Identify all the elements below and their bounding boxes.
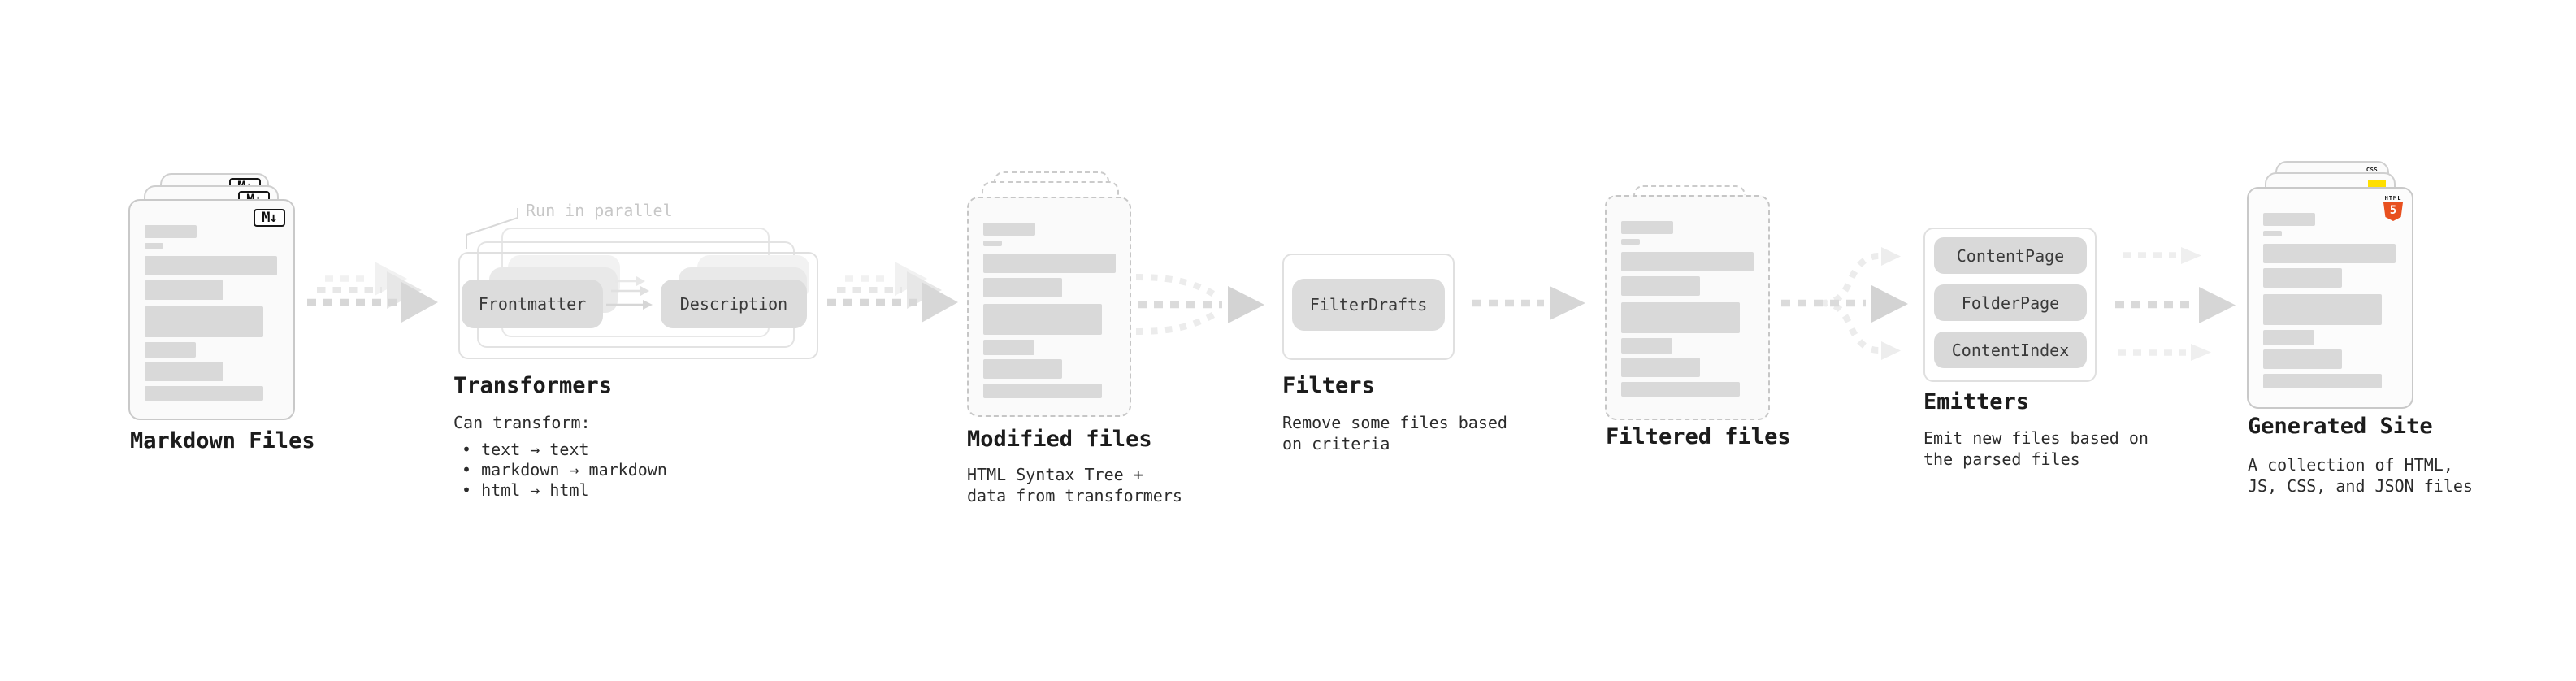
emitters-desc: Emit new files based on the parsed files [1923, 428, 2149, 469]
emitter-node-folderpage: FolderPage [1934, 284, 2087, 321]
skeleton-text-bar [983, 384, 1102, 398]
skeleton-text-bar [145, 362, 223, 381]
transformer-node-description: Description [661, 280, 807, 328]
dashed-curve [1819, 253, 1880, 306]
run-in-parallel-note: Run in parallel [526, 201, 673, 220]
modified-file-card [967, 197, 1131, 417]
dashed-curve [1135, 274, 1219, 299]
arrowhead-icon [401, 282, 438, 323]
emitters-box [1923, 228, 2097, 382]
arrowhead-icon [895, 262, 927, 296]
skeleton-text-bar [983, 304, 1102, 335]
stage-label-emitters: Emitters [1923, 389, 2030, 414]
emitter-node-contentpage: ContentPage [1934, 237, 2087, 274]
arrowhead-icon [387, 271, 422, 309]
modified-files-desc: HTML Syntax Tree + data from transformer… [967, 465, 1182, 505]
skeleton-text-bar [145, 280, 223, 300]
skeleton-text-bar [983, 254, 1116, 273]
transformers-capability-list: • text → text • markdown → markdown • ht… [462, 440, 667, 501]
transformer-box-front [458, 252, 818, 359]
filters-box [1282, 254, 1455, 360]
arrow-modified-to-filters-merge [1135, 274, 1264, 335]
list-item: • html → html [462, 480, 589, 500]
arrow-transformers-to-modified [827, 262, 958, 323]
skeleton-text-bar [983, 241, 1002, 246]
html5-icon: HTML 5 [2383, 195, 2404, 221]
list-item: • markdown → markdown [462, 460, 667, 479]
generated-site-desc: A collection of HTML, JS, CSS, and JSON … [2248, 455, 2473, 496]
arrowhead-icon [2199, 287, 2236, 323]
arrowhead-icon [1228, 286, 1264, 323]
skeleton-text-bar [145, 306, 263, 337]
arrowhead-icon [1550, 286, 1585, 320]
skeleton-text-bar [2263, 244, 2396, 263]
skeleton-text-bar [1621, 276, 1700, 296]
transformer-node-frontmatter: Frontmatter [462, 280, 603, 328]
arrowhead-icon [375, 262, 407, 296]
skeleton-text-bar [145, 342, 196, 358]
stage-label-transformers: Transformers [453, 373, 613, 398]
skeleton-text-bar [983, 223, 1035, 236]
arrows-emitters-to-generated [2115, 247, 2236, 361]
skeleton-text-bar [983, 340, 1034, 355]
arrow-filtered-to-emitters-fanout [1781, 247, 1908, 360]
stage-label-filtered-files: Filtered files [1606, 424, 1791, 449]
skeleton-text-bar [2263, 231, 2282, 236]
emitter-node-contentindex: ContentIndex [1934, 332, 2087, 368]
generated-file-card-front: HTML 5 [2247, 187, 2413, 409]
arrowhead-icon [907, 271, 942, 309]
skeleton-text-bar [1621, 338, 1672, 354]
dashed-curve [1819, 300, 1880, 354]
arrowhead-icon [1881, 341, 1901, 360]
arrowhead-icon [922, 282, 958, 323]
skeleton-text-bar [145, 243, 163, 249]
arrowhead-icon [1881, 247, 1901, 266]
arrow-filters-to-filtered [1472, 286, 1585, 320]
markdown-file-card-front: M↓ [128, 199, 295, 420]
skeleton-text-bar [2263, 330, 2314, 345]
skeleton-text-bar [145, 256, 277, 275]
skeleton-text-bar [2263, 213, 2315, 226]
filtered-file-card [1605, 195, 1770, 420]
stage-label-markdown-files: Markdown Files [130, 428, 315, 453]
skeleton-text-bar [2263, 374, 2382, 388]
skeleton-text-bar [1621, 252, 1754, 271]
skeleton-text-bar [145, 386, 263, 401]
stage-label-modified-files: Modified files [967, 427, 1152, 452]
stage-label-generated-site: Generated Site [2248, 414, 2433, 439]
dashed-curve [1135, 310, 1219, 335]
arrow-markdown-to-transformers [307, 262, 438, 323]
filters-desc: Remove some files based on criteria [1282, 413, 1507, 453]
skeleton-text-bar [2263, 268, 2342, 288]
skeleton-text-bar [983, 278, 1062, 297]
skeleton-text-bar [1621, 239, 1640, 245]
skeleton-text-bar [983, 359, 1062, 379]
skeleton-text-bar [1621, 382, 1740, 397]
stage-label-filters: Filters [1282, 373, 1375, 398]
skeleton-text-bar [1621, 358, 1700, 377]
skeleton-text-bar [145, 225, 197, 238]
skeleton-text-bar [1621, 221, 1673, 234]
arrowhead-icon [2191, 344, 2211, 361]
transformers-desc-title: Can transform: [453, 413, 591, 432]
skeleton-text-bar [1621, 302, 1740, 333]
list-item: • text → text [462, 440, 589, 459]
arrowhead-icon [2181, 247, 2201, 264]
markdown-icon: M↓ [254, 209, 285, 227]
skeleton-text-bar [2263, 349, 2342, 369]
arrowhead-icon [1871, 285, 1908, 323]
filter-node-filterdrafts: FilterDrafts [1292, 279, 1445, 331]
skeleton-text-bar [2263, 294, 2382, 325]
